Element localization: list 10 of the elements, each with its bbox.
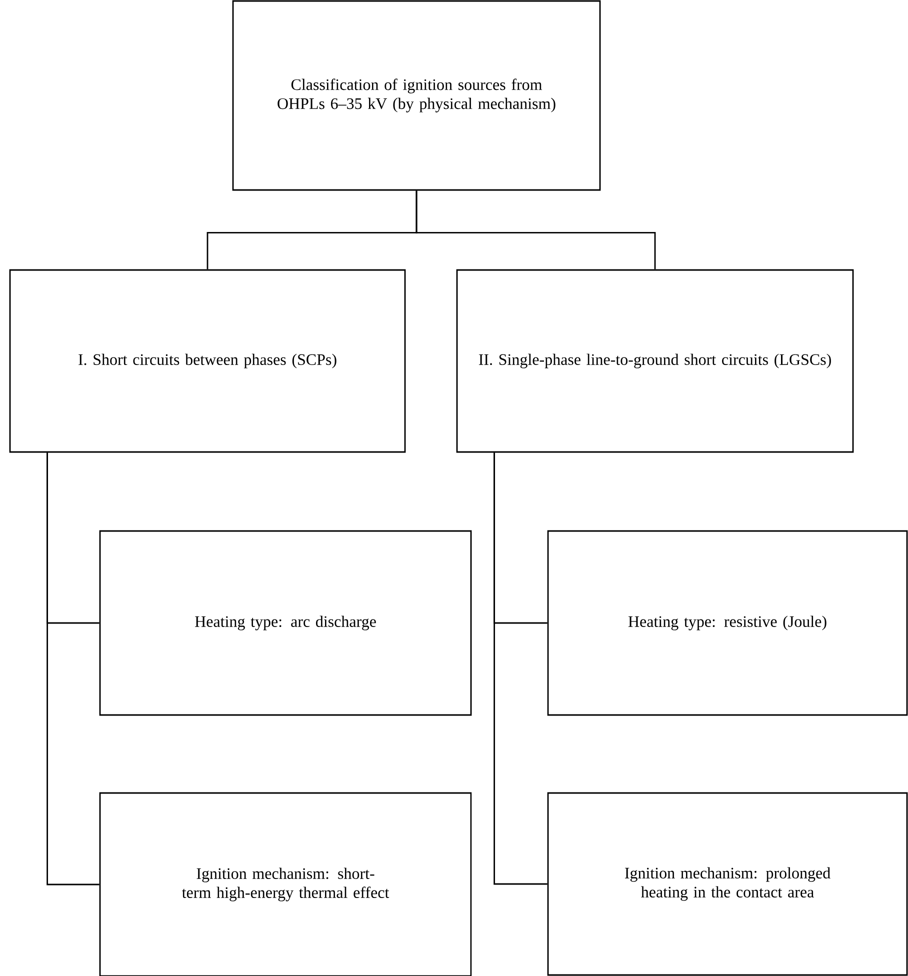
text-box: Heating type: arc discharge: [99, 530, 472, 716]
text-box: Ignition mechanism: short-term high-energy thermal effect: [99, 792, 472, 976]
text-box: I. Short circuits between phases (SCPs): [9, 269, 406, 453]
text-box: Ignition mechanism: prolonged heating in the contact area: [547, 792, 908, 976]
text-box: II. Single-phase line-to-ground short circuits (LGSCs): [456, 269, 854, 453]
connector-line: [494, 452, 548, 885]
text-box: Classification of ignition sources from OHPLs 6–35 kV (by physical mechanism): [232, 0, 601, 191]
connector-line: [416, 190, 656, 270]
connector-line: [46, 452, 100, 886]
text-box: Heating type: resistive (Joule): [547, 530, 908, 716]
